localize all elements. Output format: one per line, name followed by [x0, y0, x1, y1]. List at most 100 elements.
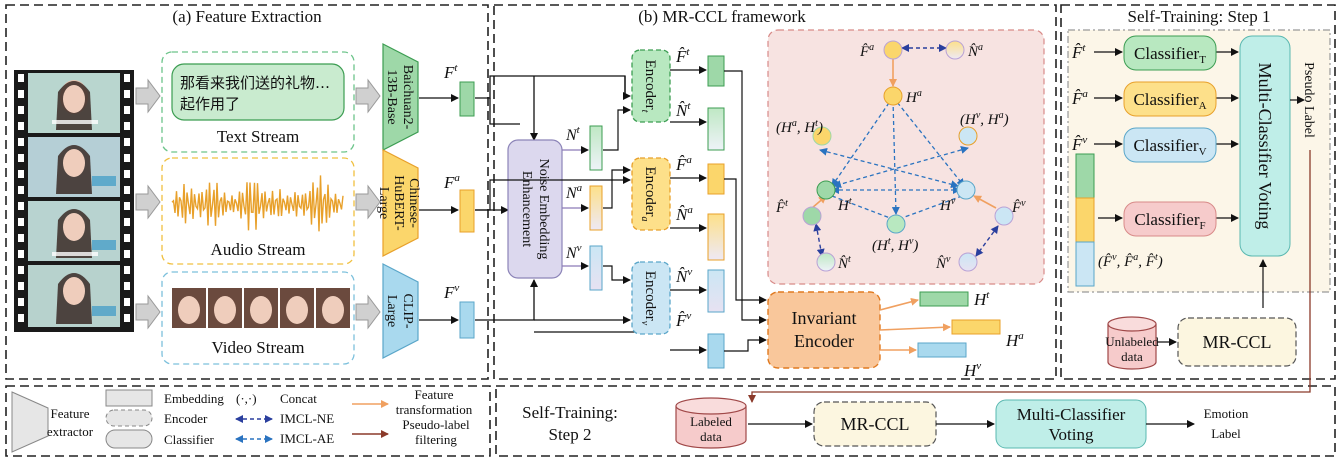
- extractor-audio-name3: Large: [376, 187, 391, 219]
- encoder-output-arrows: [670, 66, 707, 354]
- extractor-audio: Chinese- HuBERT- Large: [376, 149, 421, 257]
- text-stream-label: Text Stream: [217, 127, 299, 146]
- svg-text:F̂t: F̂t: [775, 198, 788, 216]
- text-sample-line2: 起作用了: [180, 95, 240, 113]
- label-ft: Ft: [443, 62, 458, 82]
- film-to-stream-arrows: [135, 78, 381, 330]
- film-frame-4: [28, 265, 120, 327]
- unlabeled-label-1: Unlabeled: [1105, 334, 1159, 349]
- svg-text:filtering: filtering: [415, 432, 457, 447]
- text-sample-line1: 那看来我们送的礼物…: [180, 74, 330, 92]
- embedding-fa: [459, 189, 475, 233]
- panel-feature-extraction: [5, 4, 489, 380]
- labeled-label-2: data: [700, 429, 722, 444]
- mrccl-box-step1: [1177, 317, 1297, 367]
- film-frame-3: [28, 201, 120, 261]
- audio-stream-box: [161, 157, 355, 265]
- invariant-encoder-box: [767, 291, 881, 369]
- encoder-input-arrows: [475, 92, 631, 324]
- classifier-a: [1123, 81, 1217, 117]
- label-fv: Fv: [443, 282, 459, 302]
- label-hat-nt: N̂t: [675, 100, 691, 120]
- legend-extractor-shape: [11, 391, 49, 453]
- svg-text:Ht: Ht: [837, 196, 852, 214]
- legend-classifier-shape: [105, 429, 153, 449]
- text-stream-box: [161, 51, 355, 153]
- invariant-label-2: Encoder: [794, 331, 854, 351]
- svg-text:Encodera: Encodera: [639, 167, 658, 222]
- embedding-hat-nv: [707, 269, 725, 313]
- svg-text:Ht: Ht: [973, 289, 990, 309]
- text-sample-bubble: [171, 63, 345, 121]
- svg-text:Ha: Ha: [1005, 330, 1024, 350]
- label-hat-fa: F̂a: [675, 154, 692, 174]
- film-strip: [14, 70, 134, 332]
- unlabeled-label-2: data: [1121, 349, 1143, 364]
- legend-embedding-shape: [105, 389, 153, 407]
- svg-text:transformation: transformation: [396, 402, 473, 417]
- svg-text:(·,·): (·,·): [236, 391, 257, 406]
- emotion-label-2: Label: [1211, 426, 1241, 441]
- svg-text:Encodert: Encodert: [639, 60, 658, 113]
- label-nv: Nv: [565, 242, 582, 262]
- extractor-to-embedding-arrows: [419, 94, 459, 324]
- extractor-video-name1: CLIP-: [400, 294, 415, 329]
- embedding-hat-fa: [707, 163, 725, 195]
- svg-text:extractor: extractor: [47, 424, 94, 439]
- legend-encoder-shape: [105, 409, 153, 427]
- embedding-hat-ft: [707, 55, 725, 87]
- label-na: Na: [565, 182, 583, 202]
- voting-step2-line1: Multi-Classifier: [1017, 405, 1126, 424]
- imcl-ne-edges: [813, 44, 999, 257]
- embedding-hat-fv: [707, 333, 725, 369]
- mrccl-label-step1: MR-CCL: [1202, 332, 1271, 352]
- noise-enhancement-box: [507, 139, 563, 279]
- label-fa: Fa: [443, 172, 460, 192]
- emotion-label-1: Emotion: [1204, 406, 1249, 421]
- voting-label: Multi-Classifier Voting: [1255, 63, 1275, 230]
- classifier-t: [1123, 35, 1217, 71]
- noise-output-arrows: [562, 146, 589, 270]
- extractor-video: CLIP- Large: [382, 263, 419, 359]
- panel-title-feature-extraction: (a) Feature Extraction: [172, 7, 322, 26]
- panel-framework: [493, 4, 1057, 380]
- svg-text:Feature: Feature: [415, 387, 454, 402]
- embedding-na: [589, 185, 603, 231]
- graph-nodes: [802, 40, 1014, 272]
- svg-text:Embedding: Embedding: [164, 391, 224, 406]
- labeled-data-cylinder: Labeled data: [675, 397, 747, 449]
- embedding-nt: [589, 125, 603, 171]
- legend: Feature extractor Embedding Encoder Clas…: [11, 387, 473, 453]
- imcl-ae-edges: [819, 96, 969, 219]
- invariant-outputs: Ht Ha Hv: [879, 289, 1024, 380]
- noise-label-2: Enhancement: [519, 171, 534, 247]
- embedding-hat-na: [707, 213, 725, 261]
- pseudo-label-filtering-arrow: [748, 380, 1311, 403]
- svg-text:IMCL-AE: IMCL-AE: [280, 431, 334, 446]
- noise-label-1: Noise Embedding: [536, 159, 551, 260]
- extractor-text-name1: Baichuan2-: [400, 65, 415, 130]
- video-stream-box: [161, 271, 355, 365]
- classifier-input-arrows: [1094, 48, 1239, 222]
- svg-text:(Ht, Hv): (Ht, Hv): [872, 236, 918, 254]
- svg-text:Encoderv: Encoderv: [639, 271, 658, 326]
- svg-text:Classifier: Classifier: [164, 432, 214, 447]
- extractor-text-name2: 13B-Base: [384, 69, 399, 124]
- encoder-v: Encoderv: [631, 261, 671, 335]
- pseudo-label: Pseudo Label: [1301, 62, 1316, 138]
- concat-embedding: [1075, 153, 1095, 287]
- panel-self-training-1: [1060, 4, 1336, 380]
- mrccl-label-step2: MR-CCL: [840, 414, 909, 434]
- embedding-fv: [459, 301, 475, 339]
- svg-text:Pseudo-label: Pseudo-label: [402, 417, 470, 432]
- embedding-hv: [917, 342, 967, 358]
- svg-text:ClassifierT: ClassifierT: [1134, 44, 1206, 66]
- audio-stream-label: Audio Stream: [211, 240, 306, 259]
- unlabeled-data-cylinder: Unlabeled data: [1105, 316, 1159, 370]
- panel-self-training-2: [495, 385, 1336, 457]
- label-hat-fv: F̂v: [675, 310, 691, 330]
- extractor-audio-name1: Chinese-: [406, 178, 421, 228]
- classifier-v: [1123, 127, 1217, 163]
- svg-text:Feature: Feature: [51, 406, 90, 421]
